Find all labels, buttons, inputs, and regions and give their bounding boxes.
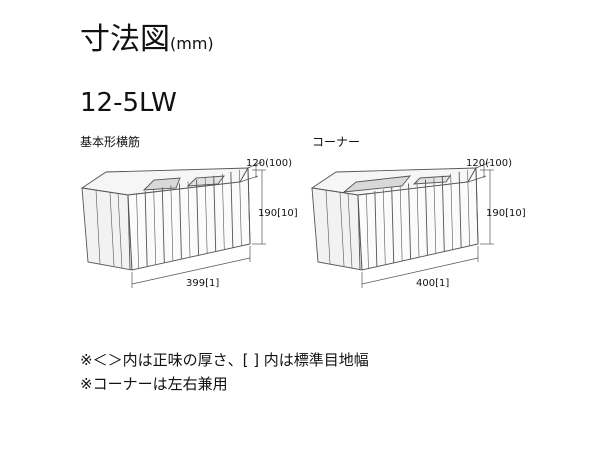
block-corner-rib [382, 189, 386, 265]
block-corner-rib [475, 167, 479, 245]
block-basic-end-groove [109, 191, 115, 267]
dim-length-basic: 399[1] [186, 278, 220, 289]
block-basic-rib [230, 171, 234, 248]
dim-depth-corner: 120(100) [466, 158, 512, 169]
block-corner-rib [467, 169, 470, 246]
block-corner-end-groove [347, 192, 353, 269]
dim-height-basic: 190[10] [258, 208, 298, 219]
block-corner-drawing [310, 166, 479, 271]
dimension-lines-basic [131, 161, 266, 288]
block-corner-rib [399, 185, 403, 261]
dim-depth-basic: 120(100) [246, 158, 292, 169]
block-basic-rib [178, 183, 182, 259]
block-basic-rib [187, 181, 191, 258]
block-corner-rib [424, 179, 428, 256]
block-basic-drawing [80, 166, 251, 271]
block-corner-end-groove [325, 189, 331, 265]
block-corner-rib [357, 194, 361, 271]
block-corner-rib [433, 177, 437, 254]
block-corner-rib [366, 193, 369, 269]
block-corner-rib [408, 183, 412, 259]
block-basic-rib [153, 189, 157, 265]
block-basic-rib [127, 194, 131, 271]
block-corner-end-face [311, 187, 363, 271]
note-thickness: ※＜＞内は正味の厚さ、[ ] 内は標準目地幅 [80, 351, 369, 369]
block-basic-rib [204, 177, 208, 254]
page-title: 寸法図(mm) [80, 20, 214, 64]
block-basic-rib [161, 187, 165, 263]
diagram-label-basic: 基本形横筋 [80, 135, 141, 149]
block-basic-rib [247, 167, 251, 245]
block-basic-rib [144, 191, 148, 267]
block-corner-rib [441, 175, 445, 252]
block-basic-rib [136, 193, 139, 269]
diagram-label-corner: コーナー [312, 135, 361, 149]
block-corner-end-groove [339, 191, 345, 267]
block-corner-rib [374, 191, 378, 267]
block-corner-rib [458, 171, 462, 248]
block-basic-rib [196, 179, 200, 256]
block-basic-rib [221, 173, 225, 250]
block-basic-end-groove [117, 192, 123, 269]
block-corner-rib [416, 181, 420, 258]
block-basic-end-groove [95, 189, 101, 265]
dim-length-corner: 400[1] [416, 278, 450, 289]
block-corner-rib [391, 187, 395, 263]
block-corner-rib [450, 173, 454, 250]
dim-height-corner: 190[10] [486, 208, 526, 219]
block-basic-rib [170, 185, 174, 261]
block-basic-rib [213, 175, 217, 252]
model-number: 12-5LW [80, 88, 177, 118]
dimension-lines-corner [361, 161, 494, 288]
block-corner-hollow [342, 175, 412, 193]
title-text: 寸法図 [80, 22, 170, 57]
block-basic-rib [239, 169, 242, 246]
unit-text: (mm) [170, 34, 214, 53]
block-basic-end-face [81, 187, 133, 271]
note-corner: ※コーナーは左右兼用 [80, 375, 228, 393]
